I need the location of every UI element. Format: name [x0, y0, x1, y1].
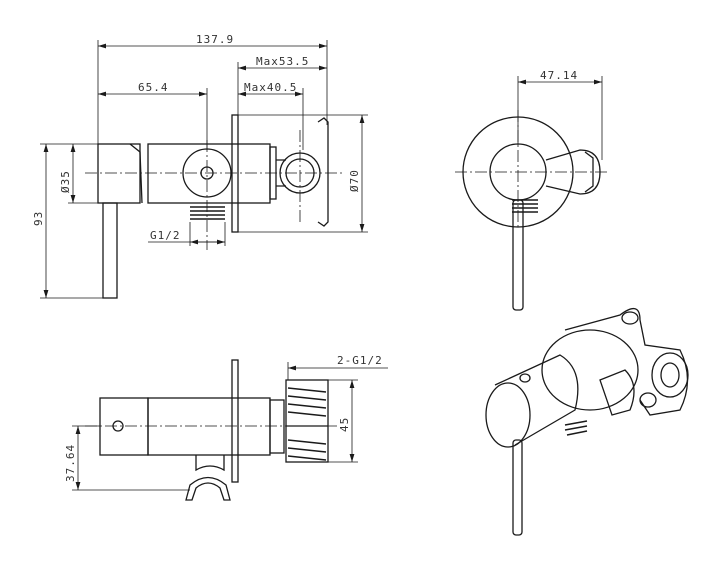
dim-inlet-height: 45 — [338, 417, 351, 432]
inlet-block — [285, 379, 329, 463]
valve-body — [147, 143, 271, 204]
dim-knob-diameter: Ø35 — [59, 170, 72, 193]
dim-65: 65.4 — [138, 81, 169, 94]
dim-lower-offset: 37.64 — [64, 444, 77, 482]
wall-flange — [231, 114, 239, 233]
knob — [97, 143, 141, 204]
bottom-view: 2-G1/2 45 37.64 — [64, 354, 388, 501]
side-view: 47.14 — [455, 69, 610, 311]
dim-max40: Max40.5 — [244, 81, 297, 94]
dim-flange-diameter: Ø70 — [348, 169, 361, 192]
dim-overall-length: 137.9 — [196, 33, 234, 46]
dim-max53: Max53.5 — [256, 55, 309, 68]
dim-side-offset: 47.14 — [540, 69, 578, 82]
dim-inlet-threads: 2-G1/2 — [337, 354, 383, 367]
dim-outlet-thread: G1/2 — [150, 229, 181, 242]
lever — [102, 202, 118, 299]
front-view: 137.9 Max53.5 65.4 Max40.5 93 Ø35 Ø70 — [32, 33, 368, 299]
dim-height: 93 — [32, 211, 45, 226]
isometric-view — [485, 308, 689, 536]
